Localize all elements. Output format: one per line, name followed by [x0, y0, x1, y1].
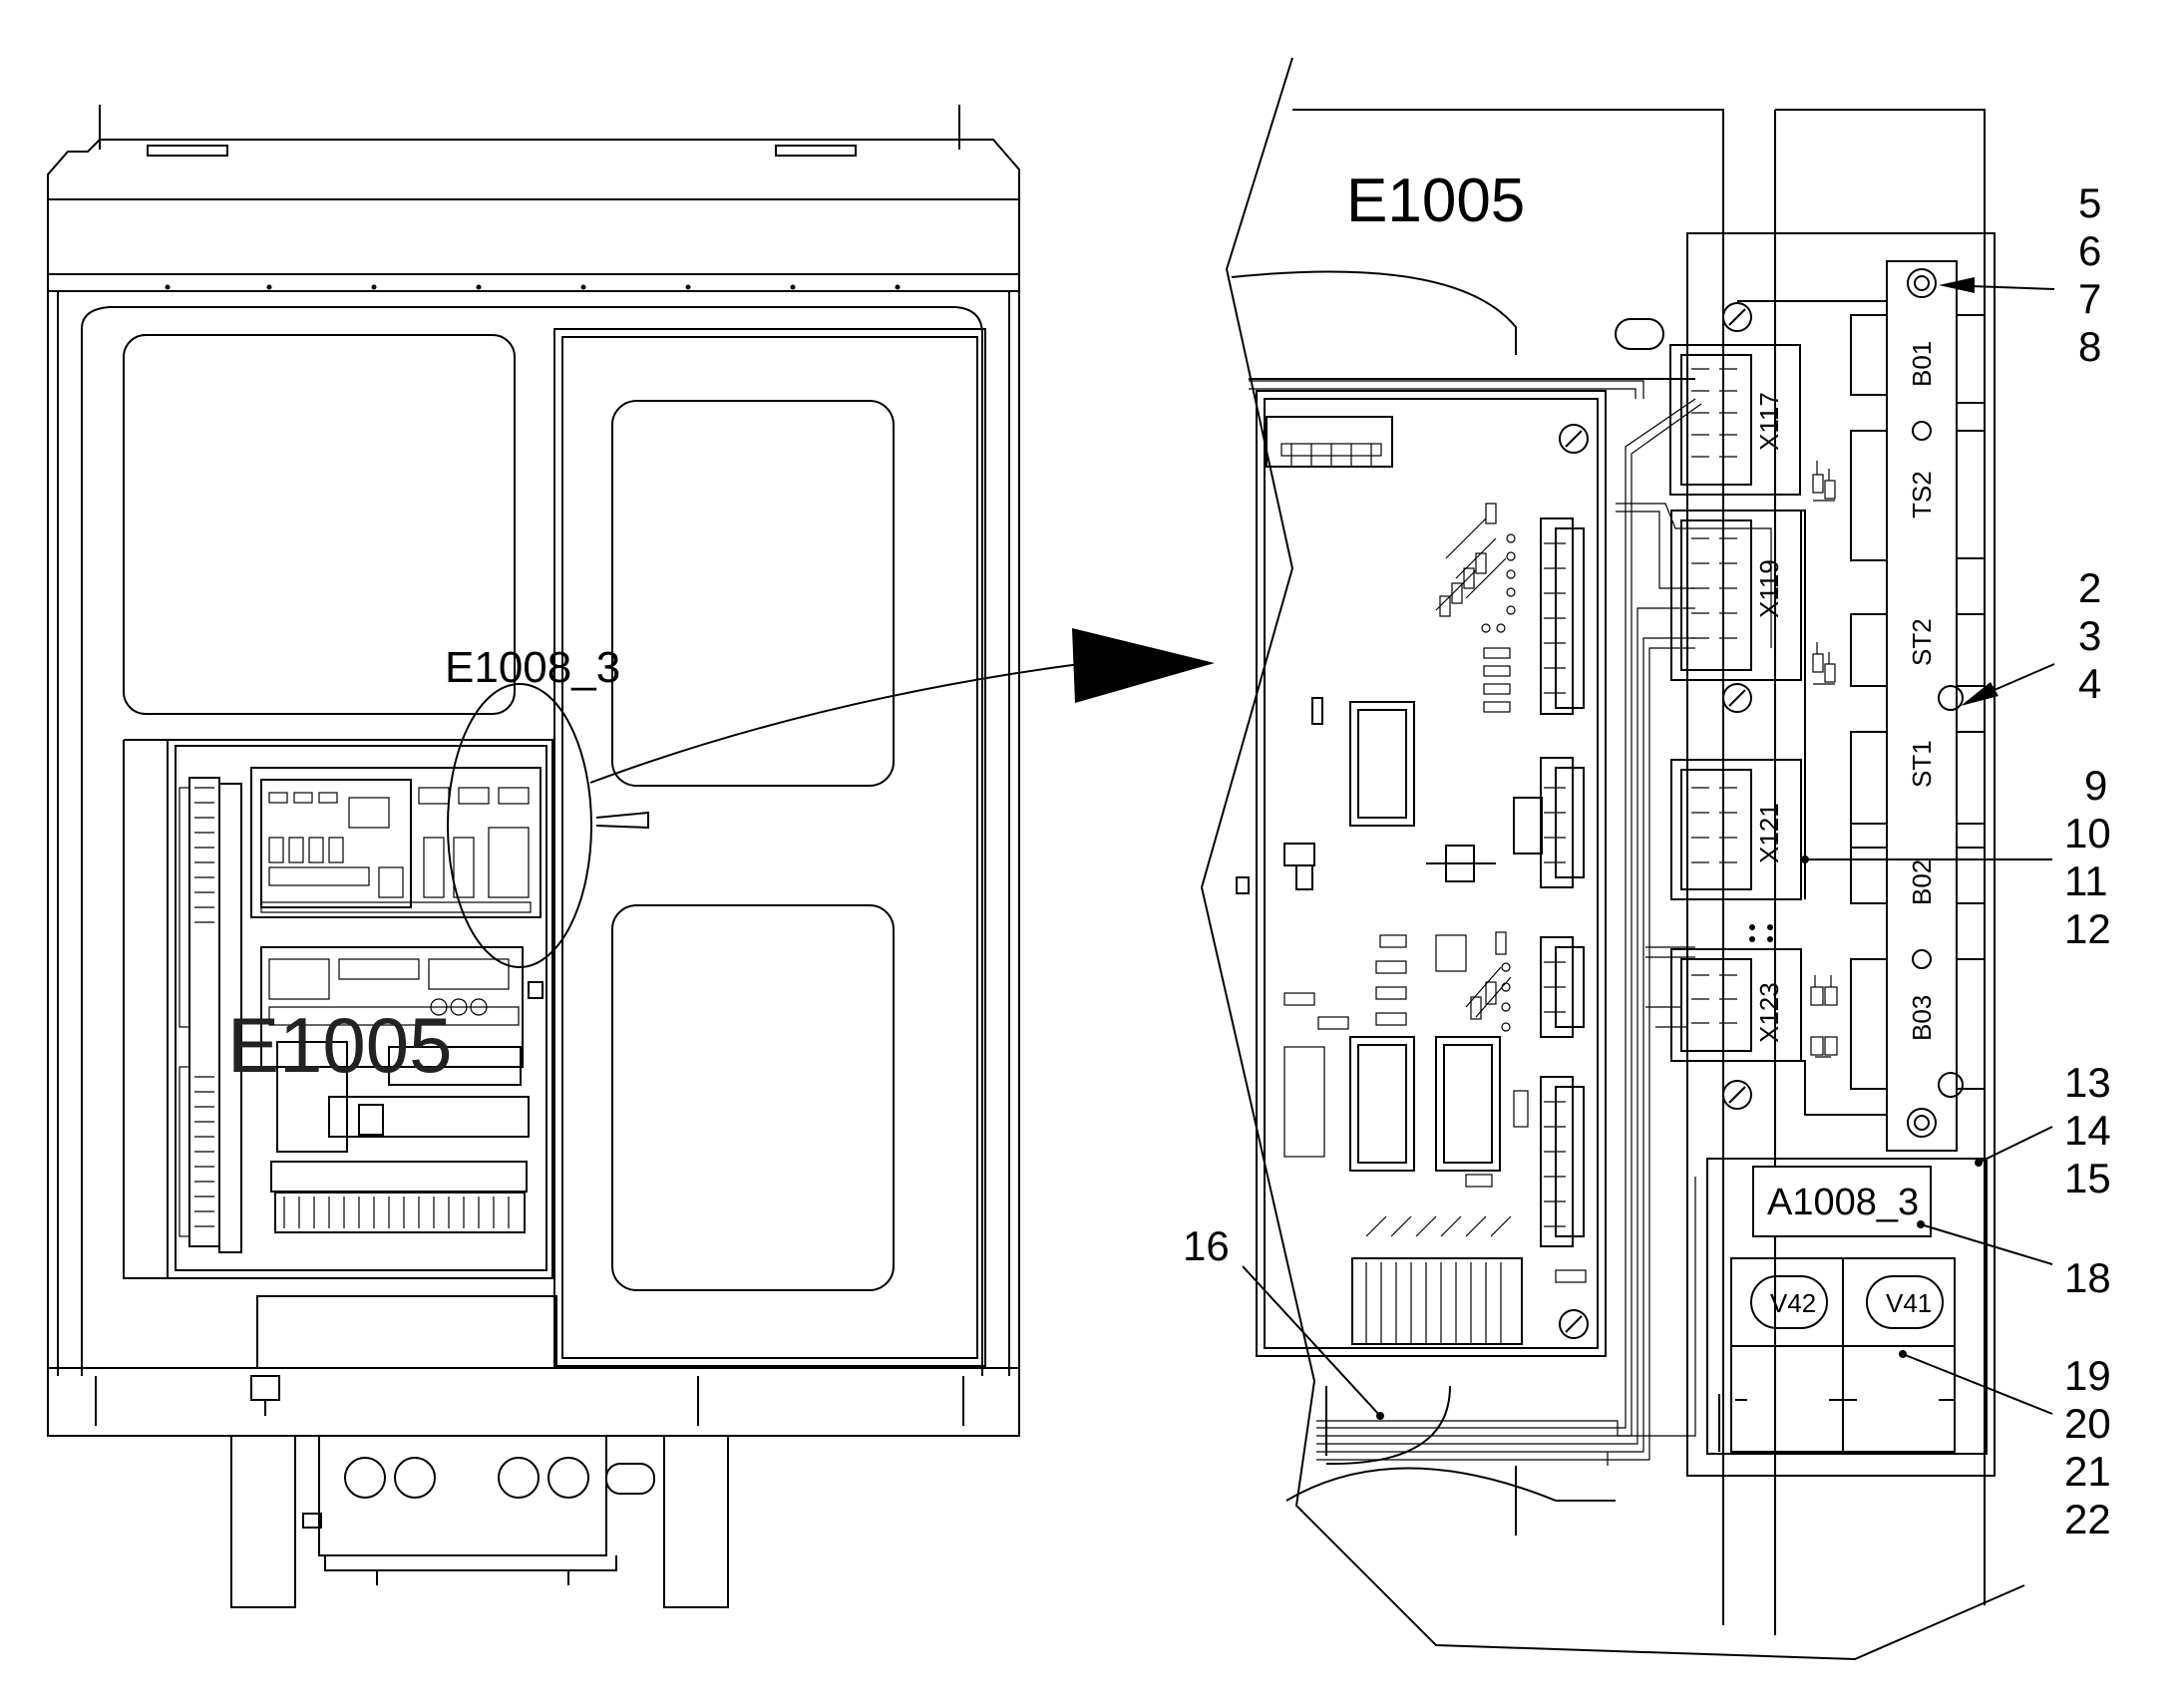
terminal-block-column: [179, 787, 214, 1237]
connector-x123-label: X123: [1754, 982, 1784, 1043]
callout-3: 3: [2078, 612, 2101, 659]
strip-b02-label: B02: [1907, 859, 1937, 905]
callout-8: 8: [2078, 323, 2101, 370]
callout-6: 6: [2078, 227, 2101, 274]
callout-11: 11: [2064, 857, 2108, 904]
relay-v42-label: V42: [1770, 1288, 1816, 1318]
pcb-bottom-terminals: [1365, 1215, 1512, 1344]
pcb-side-connectors: [1540, 517, 1585, 1247]
callout-12: 12: [2064, 905, 2111, 952]
wiring-harness: [1249, 380, 1772, 1466]
callout-14: 14: [2064, 1107, 2111, 1154]
callout-22: 22: [2064, 1496, 2111, 1542]
callout-15: 15: [2064, 1155, 2111, 1201]
board-label: A1008_3: [1767, 1182, 1919, 1223]
callout-13: 13: [2064, 1059, 2111, 1106]
callout-10: 10: [2064, 810, 2111, 856]
strip-b03-label: B03: [1907, 995, 1937, 1041]
pcb-components: [1236, 503, 1587, 1283]
strip-st1-label: ST1: [1907, 740, 1937, 788]
callout-21: 21: [2064, 1448, 2111, 1495]
overview-unit-label: E1005: [227, 1001, 453, 1089]
callouts: 5 6 7 8 2 3 4 9 10 11 12 13 14 15 16: [1183, 179, 2111, 1542]
detail-view: X117 X119 X121 X123: [1183, 57, 2111, 1661]
callout-5: 5: [2078, 179, 2101, 226]
main-unit-label: E1005: [1346, 167, 1525, 235]
callout-4: 4: [2078, 660, 2101, 707]
terminal-row-bottom: [283, 1196, 510, 1228]
callout-9: 9: [2084, 762, 2107, 809]
connector-x117-label: X117: [1754, 392, 1784, 451]
connector-x121-label: X121: [1754, 803, 1784, 863]
strip-b01-label: B01: [1907, 341, 1937, 387]
cabinet-overview: E1005 E1008_3: [47, 105, 1215, 1608]
strip-st2-label: ST2: [1907, 618, 1937, 666]
resistor-symbols: [1749, 461, 1838, 1058]
relay-v41-label: V41: [1886, 1288, 1932, 1318]
callout-arrow-icon: [1072, 628, 1215, 703]
rivet-row: [165, 284, 901, 290]
callout-7: 7: [2078, 275, 2101, 322]
pcb-top-connector-pins: [1280, 443, 1382, 467]
detail-ref-label: E1008_3: [445, 643, 620, 692]
zoom-ellipse: [447, 683, 592, 968]
callout-18: 18: [2064, 1254, 2111, 1301]
board-label-box: [1752, 1166, 1932, 1237]
strip-ts2-label: TS2: [1907, 471, 1937, 518]
pcb-components-upper: [260, 787, 532, 913]
pcb-components-middle: [268, 958, 520, 1026]
callout-2: 2: [2078, 564, 2101, 611]
connector-x119-label: X119: [1754, 559, 1784, 618]
terminal-screws: [1691, 368, 1737, 1024]
callout-16: 16: [1183, 1222, 1230, 1269]
callout-19: 19: [2064, 1352, 2111, 1399]
callout-20: 20: [2064, 1400, 2111, 1447]
